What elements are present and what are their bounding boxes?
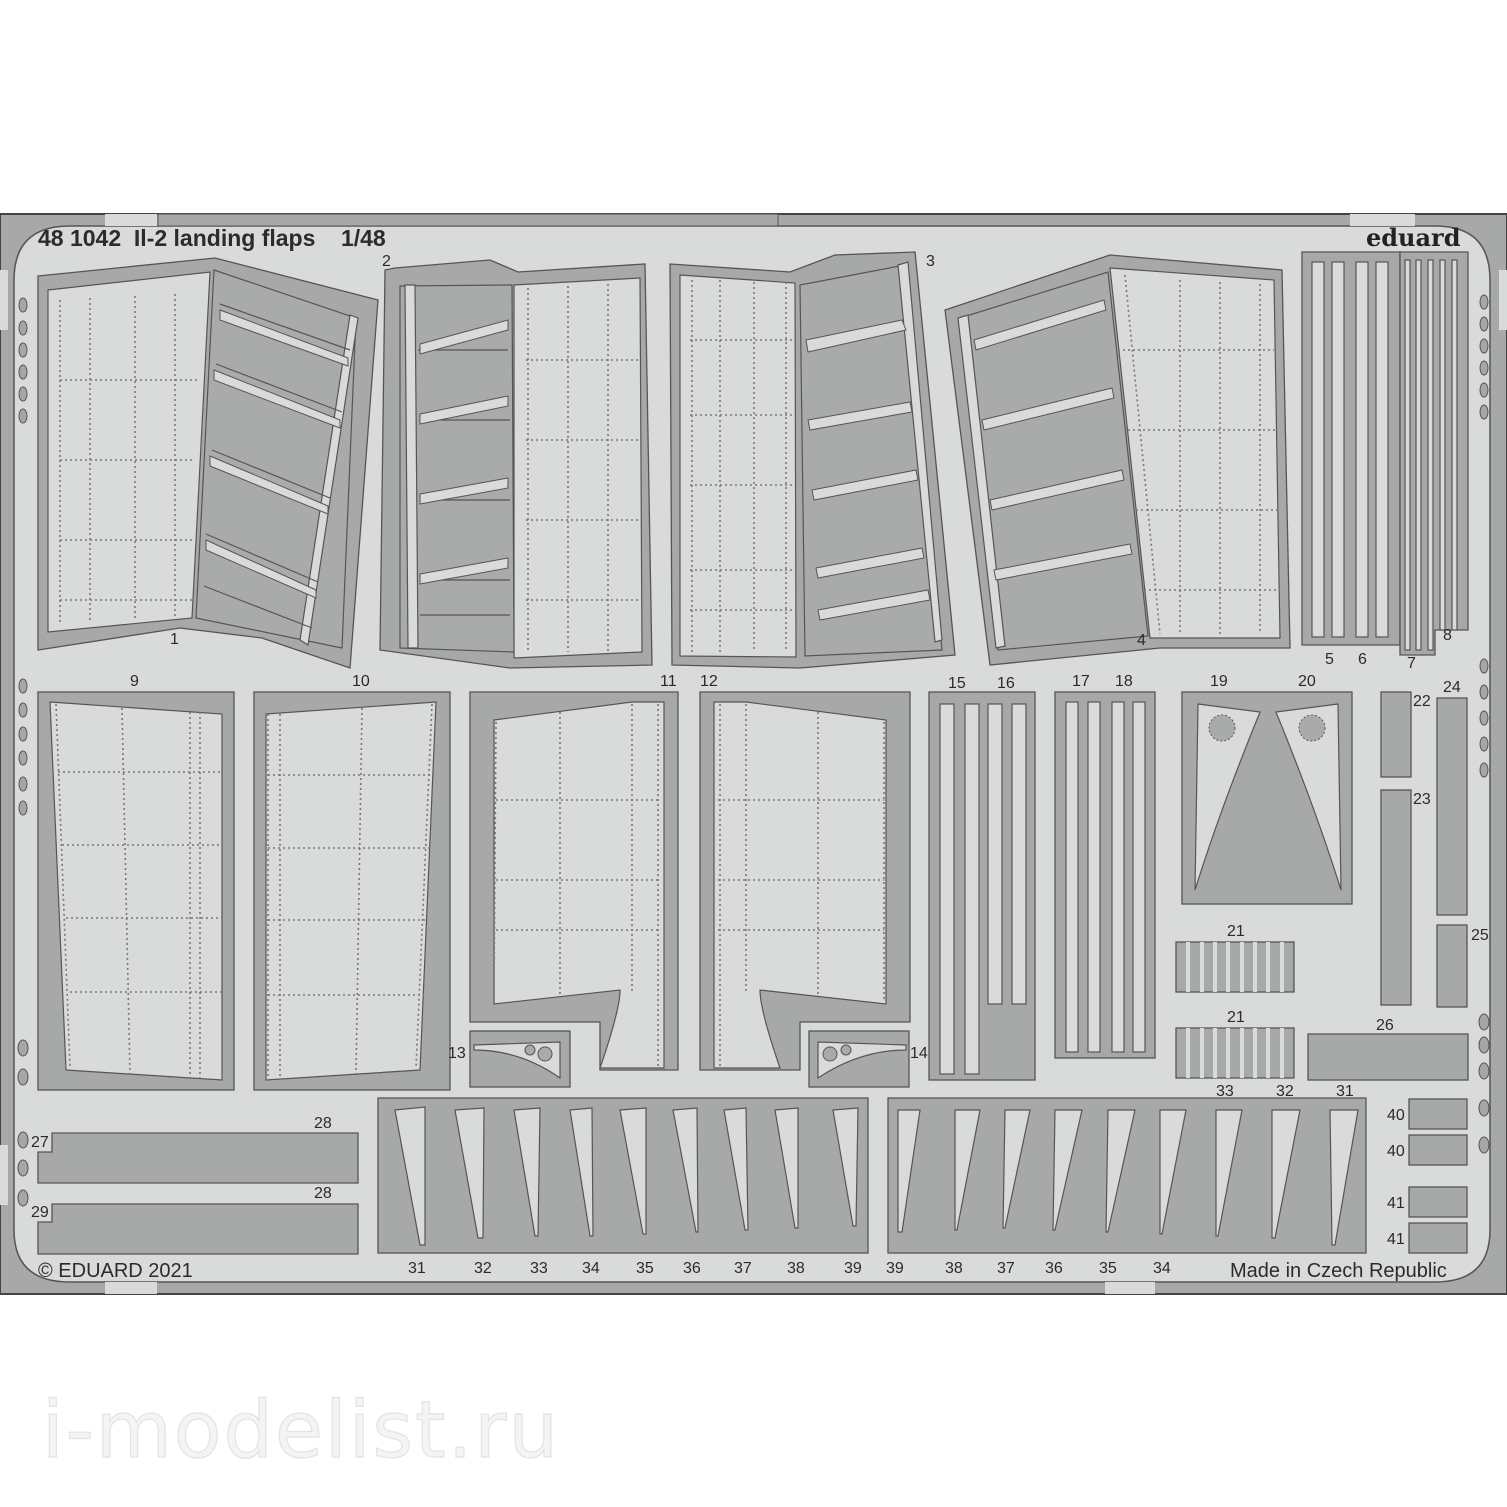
part-label-40b: 40 bbox=[1387, 1143, 1405, 1160]
rib-labels-left: 31 32 33 34 35 36 37 38 39 bbox=[408, 1260, 862, 1277]
svg-text:35: 35 bbox=[636, 1260, 654, 1277]
part-1-flap bbox=[37, 257, 379, 669]
part-label-41a: 41 bbox=[1387, 1195, 1405, 1212]
part-label-11: 11 bbox=[660, 673, 677, 690]
part-11-flap bbox=[469, 691, 679, 1071]
svg-text:37: 37 bbox=[997, 1260, 1015, 1277]
locator-drops-right bbox=[1478, 294, 1490, 1154]
part-26-hinges bbox=[1307, 1033, 1469, 1081]
part-label-24: 24 bbox=[1443, 679, 1461, 696]
part-label-15: 15 bbox=[948, 675, 966, 692]
part-label-6: 6 bbox=[1358, 651, 1367, 668]
part-label-16: 16 bbox=[997, 675, 1015, 692]
rib-labels-right: 39 38 37 36 35 34 bbox=[886, 1260, 1171, 1277]
part-21-hinges-b bbox=[1175, 1027, 1295, 1079]
brand-logo: eduard bbox=[1366, 223, 1461, 252]
origin-text: Made in Czech Republic bbox=[1230, 1260, 1447, 1282]
svg-text:38: 38 bbox=[945, 1260, 963, 1277]
part-label-41b: 41 bbox=[1387, 1231, 1405, 1248]
part-label-23: 23 bbox=[1413, 791, 1431, 808]
svg-text:39: 39 bbox=[844, 1260, 862, 1277]
part-label-40a: 40 bbox=[1387, 1107, 1405, 1124]
part-label-27: 27 bbox=[31, 1134, 49, 1151]
svg-text:31: 31 bbox=[408, 1260, 426, 1277]
part-label-31-top: 31 bbox=[1336, 1083, 1354, 1100]
part-label-13: 13 bbox=[448, 1045, 466, 1062]
part-label-26: 26 bbox=[1376, 1017, 1394, 1034]
parts-17-18-strips bbox=[1054, 691, 1156, 1059]
part-label-1: 1 bbox=[170, 631, 179, 648]
svg-text:35: 35 bbox=[1099, 1260, 1117, 1277]
part-2-flap bbox=[379, 259, 653, 669]
part-label-17: 17 bbox=[1072, 673, 1090, 690]
ribs-31-39-left bbox=[377, 1097, 869, 1254]
part-label-28a: 28 bbox=[314, 1115, 332, 1132]
svg-text:34: 34 bbox=[1153, 1260, 1171, 1277]
part-label-28b: 28 bbox=[314, 1185, 332, 1202]
part-label-18: 18 bbox=[1115, 673, 1133, 690]
ribs-39-31-right bbox=[887, 1097, 1367, 1254]
copyright-text: © EDUARD 2021 bbox=[38, 1260, 193, 1282]
part-9-flap bbox=[37, 691, 235, 1091]
part-label-29: 29 bbox=[31, 1204, 49, 1221]
part-label-19: 19 bbox=[1210, 673, 1228, 690]
part-label-12: 12 bbox=[700, 673, 718, 690]
svg-text:36: 36 bbox=[1045, 1260, 1063, 1277]
part-label-20: 20 bbox=[1298, 673, 1316, 690]
part-label-8: 8 bbox=[1443, 627, 1452, 644]
svg-text:39: 39 bbox=[886, 1260, 904, 1277]
svg-text:34: 34 bbox=[582, 1260, 600, 1277]
svg-text:37: 37 bbox=[734, 1260, 752, 1277]
part-label-9: 9 bbox=[130, 673, 139, 690]
parts-29-28-hinges bbox=[37, 1203, 359, 1255]
part-21-hinges-a bbox=[1175, 941, 1295, 993]
parts-27-28-hinges bbox=[37, 1132, 359, 1184]
svg-text:33: 33 bbox=[530, 1260, 548, 1277]
sheet-title: 48 1042 Il-2 landing flaps 1/48 bbox=[38, 225, 386, 251]
part-label-10: 10 bbox=[352, 673, 370, 690]
part-label-21a: 21 bbox=[1227, 923, 1245, 940]
parts-22-25-hinges bbox=[1380, 691, 1468, 1008]
part-10-flap bbox=[253, 691, 451, 1091]
part-label-25: 25 bbox=[1471, 927, 1489, 944]
part-label-33-top: 33 bbox=[1216, 1083, 1234, 1100]
part-4-flap bbox=[944, 254, 1291, 666]
part-label-7: 7 bbox=[1407, 655, 1416, 672]
part-label-2: 2 bbox=[382, 253, 391, 270]
parts-15-16-strips bbox=[928, 691, 1036, 1081]
part-label-21b: 21 bbox=[1227, 1009, 1245, 1026]
part-label-32-top: 32 bbox=[1276, 1083, 1294, 1100]
part-3-flap bbox=[669, 251, 956, 669]
part-label-4: 4 bbox=[1137, 632, 1146, 649]
part-label-3: 3 bbox=[926, 253, 935, 270]
part-label-22: 22 bbox=[1413, 693, 1431, 710]
svg-text:36: 36 bbox=[683, 1260, 701, 1277]
part-label-5: 5 bbox=[1325, 651, 1334, 668]
locator-drops-left bbox=[17, 297, 29, 1207]
part-13-bracket bbox=[469, 1030, 571, 1088]
svg-text:38: 38 bbox=[787, 1260, 805, 1277]
part-12-flap bbox=[699, 691, 911, 1071]
svg-text:32: 32 bbox=[474, 1260, 492, 1277]
parts-5-8-strips bbox=[1301, 251, 1469, 656]
part-label-14: 14 bbox=[910, 1045, 928, 1062]
watermark-text: i-modelist.ru bbox=[42, 1386, 560, 1476]
part-14-bracket bbox=[808, 1030, 910, 1088]
parts-40-41-hinges bbox=[1408, 1098, 1468, 1254]
parts-19-20-plates bbox=[1181, 691, 1353, 905]
